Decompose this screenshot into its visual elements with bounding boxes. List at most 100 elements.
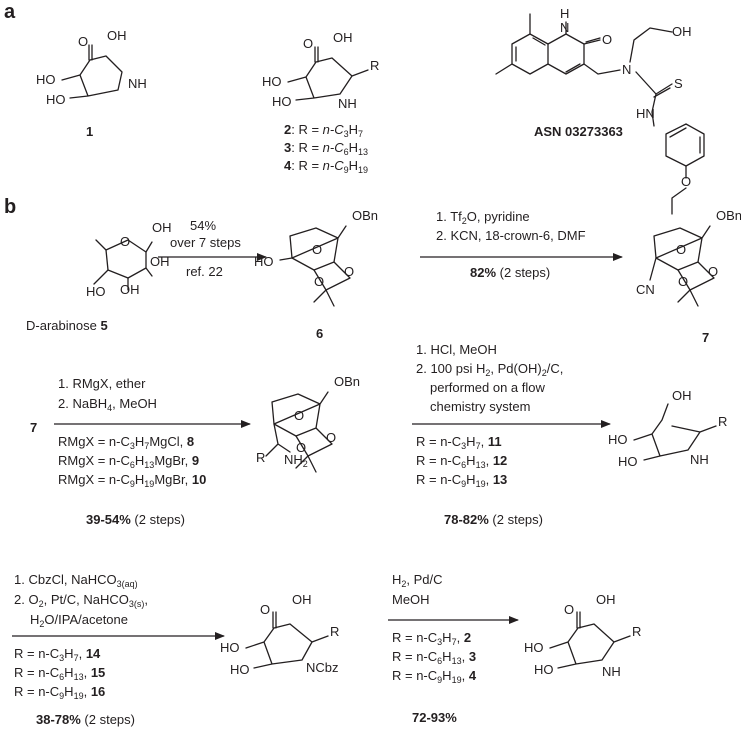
step1-yield: 54% <box>190 218 216 233</box>
atom-oh: OH <box>150 254 170 269</box>
step4-reagent-4: chemistry system <box>430 399 530 414</box>
atom-r: R <box>718 414 727 429</box>
atom-nh: NH <box>690 452 709 467</box>
atom-ho: HO <box>254 254 274 269</box>
atom-oh: OH <box>596 592 616 607</box>
atom-oh: OH <box>120 282 140 297</box>
final-product-structure: O OH HO HO R NH <box>524 592 641 679</box>
atom-ho: HO <box>36 72 56 87</box>
ncbz-acid-structure: O OH HO HO R NCbz <box>220 592 339 677</box>
step3-grignard-1: RMgX = n-C3H7MgCl, 8 <box>58 434 194 451</box>
atom-o: O <box>344 264 354 279</box>
atom-nh: NH <box>128 76 147 91</box>
compound-number-7: 7 <box>702 330 709 345</box>
atom-hn: HN <box>636 106 655 121</box>
atom-n: N <box>622 62 631 77</box>
step3-reagent-1: 1. RMgX, ether <box>58 376 146 391</box>
atom-obn: OBn <box>334 374 360 389</box>
step6-r-3: R = n-C6H13, 3 <box>392 649 476 666</box>
atom-o: O <box>602 32 612 47</box>
atom-o: O <box>564 602 574 617</box>
step5-r-14: R = n-C3H7, 14 <box>14 646 101 663</box>
atom-oh: OH <box>107 28 127 43</box>
compound-4-definition: 4: R = n-C9H19 <box>284 158 368 175</box>
atom-ho: HO <box>86 284 106 299</box>
atom-nh: NH <box>602 664 621 679</box>
atom-r: R <box>370 58 379 73</box>
step4-reagent-3: performed on a flow <box>430 380 546 395</box>
step5-reagent-2: 2. O2, Pt/C, NaHCO3(s), <box>14 592 148 609</box>
step6-r-4: R = n-C9H19, 4 <box>392 668 477 685</box>
atom-nh2: NH2 <box>284 452 308 469</box>
amine-intermediate-structure: OBn O O O R NH2 <box>256 374 360 473</box>
atom-obn: OBn <box>352 208 378 223</box>
atom-r: R <box>330 624 339 639</box>
arabinose-structure: OH O OH HO OH <box>86 220 172 299</box>
step4-r-11: R = n-C3H7, 11 <box>416 434 502 451</box>
step4-r-13: R = n-C9H19, 13 <box>416 472 507 489</box>
atom-r: R <box>256 450 265 465</box>
asn-03273363-structure: H N O N OH S HN O <box>495 6 705 215</box>
atom-ho: HO <box>618 454 638 469</box>
compound-7-structure: OBn O O O CN <box>636 208 741 307</box>
atom-o: O <box>312 242 322 257</box>
step3-start-compound: 7 <box>30 420 37 435</box>
atom-oh: OH <box>672 388 692 403</box>
step3-grignard-2: RMgX = n-C6H13MgBr, 9 <box>58 453 199 470</box>
arabinose-label: D-arabinose 5 <box>26 318 108 333</box>
step4-reagent-2: 2. 100 psi H2, Pd(OH)2/C, <box>416 361 563 378</box>
compound-2-4-structure: O OH HO HO R NH <box>262 30 379 111</box>
atom-oh: OH <box>333 30 353 45</box>
step3-grignard-3: RMgX = n-C9H19MgBr, 10 <box>58 472 206 489</box>
compound-number-6: 6 <box>316 326 323 341</box>
atom-ho: HO <box>46 92 66 107</box>
step6-reagent-1: H2, Pd/C <box>392 572 443 589</box>
atom-obn: OBn <box>716 208 741 223</box>
step1-reference: ref. 22 <box>186 264 223 279</box>
step5-reagent-1: 1. CbzCl, NaHCO3(aq) <box>14 572 138 589</box>
atom-ho: HO <box>220 640 240 655</box>
atom-n: N <box>560 20 569 35</box>
atom-oh: OH <box>292 592 312 607</box>
atom-o: O <box>260 602 270 617</box>
atom-ho: HO <box>230 662 250 677</box>
step6-yield: 72-93% <box>412 710 457 725</box>
atom-o: O <box>294 408 304 423</box>
step1-steps: over 7 steps <box>170 235 241 250</box>
step2-reagent-2: 2. KCN, 18-crown-6, DMF <box>436 228 586 243</box>
atom-oh: OH <box>152 220 172 235</box>
compound-2-definition: 2: R = n-C3H7 <box>284 122 363 139</box>
atom-ho: HO <box>608 432 628 447</box>
atom-o: O <box>120 234 130 249</box>
atom-o: O <box>678 274 688 289</box>
piperidine-diol-structure: OH HO HO R NH <box>608 388 727 469</box>
atom-h: H <box>560 6 569 21</box>
step5-r-15: R = n-C6H13, 15 <box>14 665 105 682</box>
atom-o: O <box>314 274 324 289</box>
step6-reagent-2: MeOH <box>392 592 430 607</box>
compound-1-structure: O OH HO HO NH <box>36 28 147 107</box>
step2-reagent-1: 1. Tf2O, pyridine <box>436 209 530 226</box>
panel-label-b: b <box>4 196 16 218</box>
atom-o: O <box>303 36 313 51</box>
compound-6-structure: OBn HO O O O <box>254 208 378 307</box>
compound-number-1: 1 <box>86 124 93 139</box>
compound-3-definition: 3: R = n-C6H13 <box>284 140 368 157</box>
atom-ho: HO <box>534 662 554 677</box>
atom-o: O <box>78 34 88 49</box>
atom-cn: CN <box>636 282 655 297</box>
atom-oh: OH <box>672 24 692 39</box>
atom-ncbz: NCbz <box>306 660 339 675</box>
step5-r-16: R = n-C9H19, 16 <box>14 684 105 701</box>
step6-r-2: R = n-C3H7, 2 <box>392 630 471 647</box>
step5-yield: 38-78% (2 steps) <box>36 712 135 727</box>
atom-o: O <box>676 242 686 257</box>
atom-s: S <box>674 76 683 91</box>
step4-yield: 78-82% (2 steps) <box>444 512 543 527</box>
step4-r-12: R = n-C6H13, 12 <box>416 453 507 470</box>
panel-label-a: a <box>4 1 16 23</box>
atom-ho: HO <box>524 640 544 655</box>
atom-o: O <box>708 264 718 279</box>
